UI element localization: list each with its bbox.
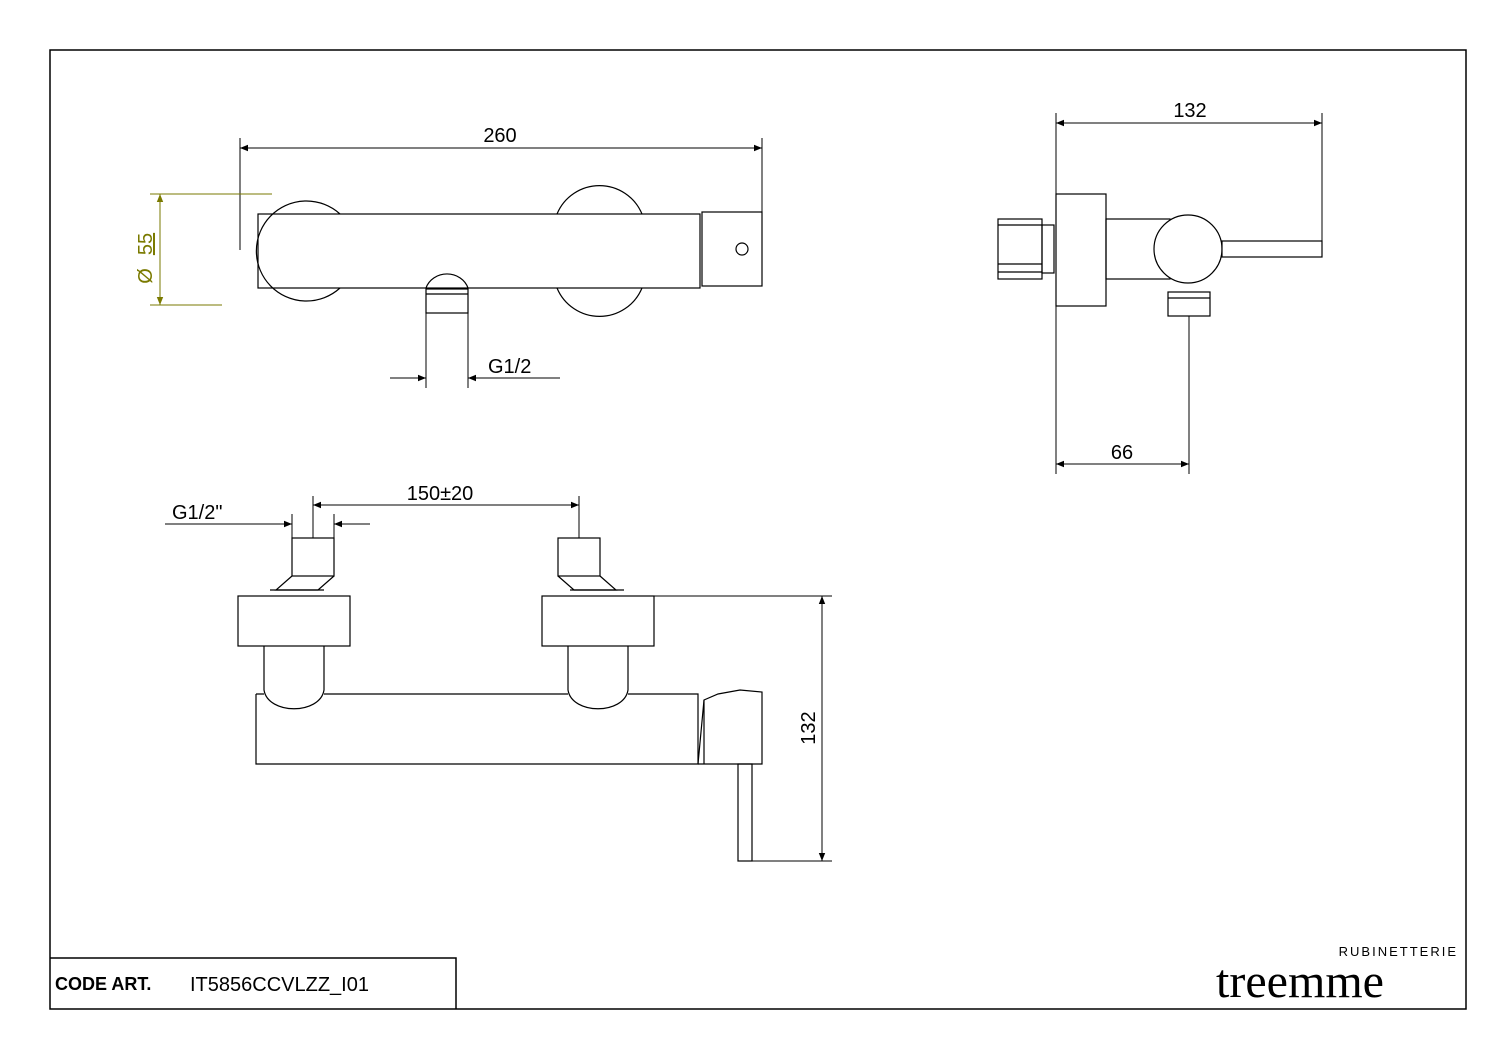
side-view (997, 193, 1323, 317)
code-art-label: CODE ART. (55, 974, 151, 994)
dimension-height (654, 595, 832, 862)
dimension-depth (1055, 113, 1323, 241)
dimension-inlet-spacing (312, 496, 580, 538)
dimension-overall-length (239, 138, 763, 250)
overall-length-label: 260 (483, 125, 516, 147)
outlet-offset-label: 66 (1111, 442, 1133, 464)
brand-tagline: RUBINETTERIE (1339, 944, 1458, 959)
inlet-spacing-label: 150±20 (407, 483, 474, 505)
diameter-value: 55 (135, 233, 157, 255)
title-block: CODE ART. IT5856CCVLZZ_I01 (50, 957, 457, 1009)
brand-name: treemme (1216, 955, 1384, 1008)
depth-label: 132 (1173, 100, 1206, 122)
outlet-thread-label: G1/2 (488, 356, 531, 378)
brand-logo: RUBINETTERIE treemme (1216, 944, 1458, 1008)
dimension-diameter (150, 193, 272, 306)
diameter-symbol: Ø (135, 268, 157, 284)
front-view (237, 537, 763, 862)
inlet-thread-label: G1/2" (172, 502, 222, 524)
drawing-frame (49, 49, 1467, 1010)
height-label: 132 (798, 711, 820, 744)
dimension-outlet-offset (1055, 306, 1190, 474)
top-view (255, 185, 763, 317)
dimension-outlet-thread (390, 313, 560, 388)
dimension-inlet-thread (165, 514, 370, 538)
code-art-value: IT5856CCVLZZ_I01 (190, 974, 369, 996)
